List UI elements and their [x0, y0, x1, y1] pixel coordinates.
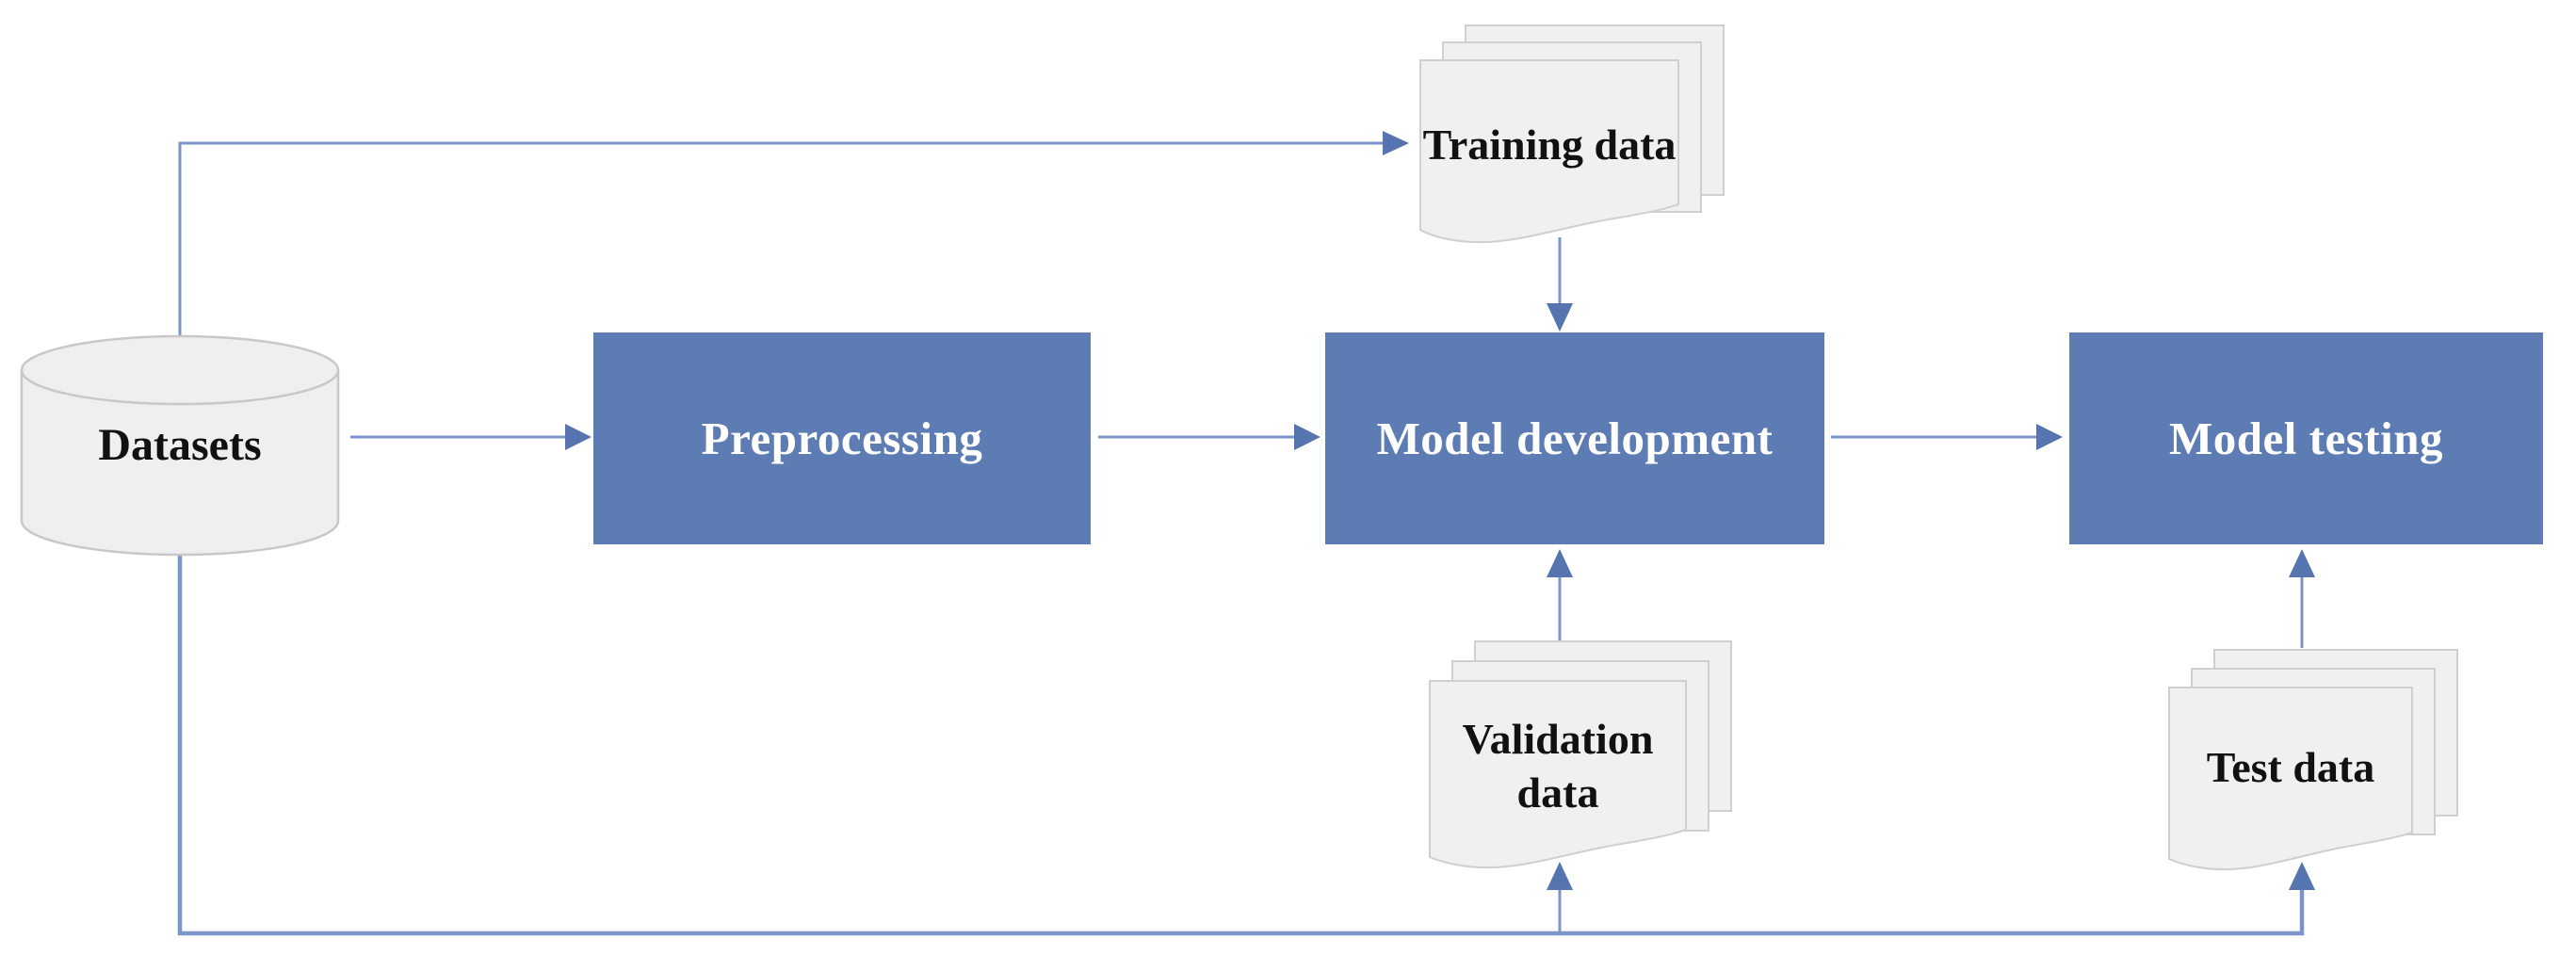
training-data-document-stack: [1419, 24, 1725, 244]
arrowhead-right-icon: [1383, 131, 1409, 155]
preprocessing-label: Preprocessing: [701, 413, 983, 464]
arrowhead-down-icon: [1547, 303, 1573, 332]
test-data-label: Test data: [2206, 743, 2375, 792]
connector-validation-data-to-model-development: [1547, 549, 1573, 640]
model-development-box: Model development: [1325, 332, 1824, 544]
connector-datasets-to-preprocessing: [350, 424, 591, 450]
datasets-label: Datasets: [98, 419, 262, 470]
document-front-sheet: [2168, 687, 2413, 871]
validation-data-label: Validation data: [1462, 714, 1654, 817]
document-front-sheet: [1429, 680, 1687, 869]
arrowhead-up-icon: [1547, 862, 1573, 890]
cylinder-body: [20, 370, 340, 557]
model-development-label: Model development: [1376, 413, 1774, 464]
arrowhead-up-icon: [1547, 549, 1573, 577]
connector-model-development-to-model-testing: [1831, 424, 2063, 450]
connector-preprocessing-to-model-development: [1098, 424, 1320, 450]
model-testing-label: Model testing: [2169, 413, 2443, 464]
test-data-document-stack: [2168, 649, 2458, 871]
connector-line: [178, 141, 1383, 336]
model-testing-box: Model testing: [2069, 332, 2543, 544]
arrowhead-up-icon: [2289, 862, 2315, 890]
arrowhead-right-icon: [2036, 424, 2063, 450]
preprocessing-box: Preprocessing: [593, 332, 1091, 544]
training-data-label: Training data: [1422, 121, 1677, 170]
arrowhead-right-icon: [565, 424, 591, 450]
connector-test-data-to-model-testing: [2289, 549, 2315, 648]
cylinder-top: [20, 334, 340, 406]
connector-training-data-to-model-development: [1547, 237, 1573, 332]
validation-data-document-stack: [1429, 640, 1732, 869]
connector-line: [177, 555, 2305, 936]
arrowhead-right-icon: [1294, 424, 1320, 450]
connector-datasets-to-training-data: [178, 131, 1409, 336]
datasets-cylinder: [20, 334, 340, 557]
document-front-sheet: [1419, 59, 1679, 244]
arrowhead-up-icon: [2289, 549, 2315, 577]
connector-datasets-to-validation-and-test-data: [177, 555, 2315, 936]
